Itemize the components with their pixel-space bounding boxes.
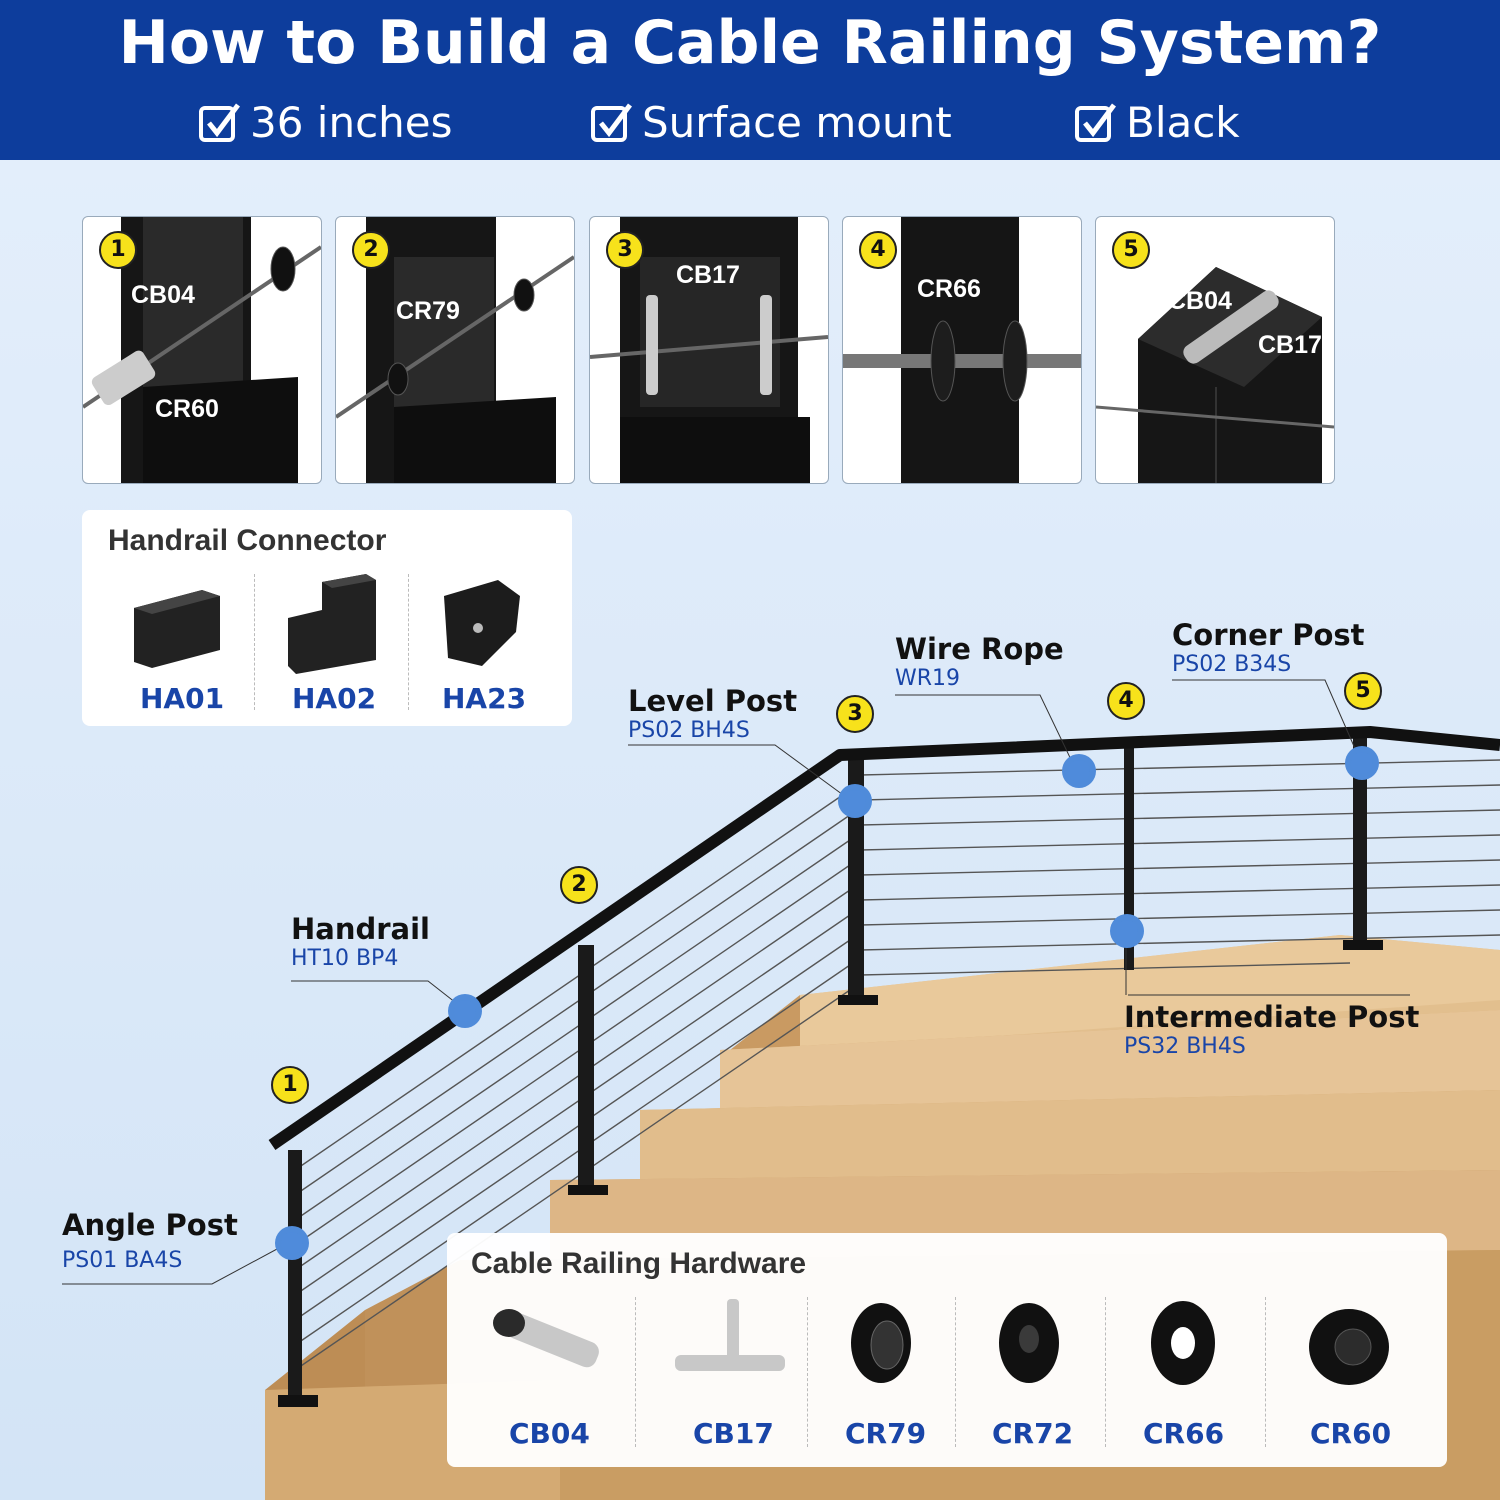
scene-badge-4: 4	[1107, 682, 1145, 720]
corner-post-code: PS02 B34S	[1172, 652, 1292, 677]
intermediate-post-label: Intermediate Post	[1124, 1000, 1420, 1034]
scene-badge-3: 3	[836, 695, 874, 733]
option-color: Black	[1074, 98, 1240, 147]
divider	[955, 1297, 956, 1447]
step-tile-1: 1 CB04 CR60	[82, 216, 322, 484]
cb04-label: CB04	[509, 1417, 590, 1450]
divider	[1105, 1297, 1106, 1447]
header-banner: How to Build a Cable Railing System? 36 …	[0, 0, 1500, 160]
intermediate-post-code: PS32 BH4S	[1124, 1034, 1246, 1059]
handrail-hotspot[interactable]	[448, 994, 482, 1028]
step-tile-4: 4 CR66	[842, 216, 1082, 484]
angle-post-hotspot[interactable]	[275, 1226, 309, 1260]
step-tile-5: 5 CB04 CB17	[1095, 216, 1335, 484]
corner-post-hotspot[interactable]	[1345, 746, 1379, 780]
handrail-connector-title: Handrail Connector	[108, 524, 387, 557]
level-post-illustration	[590, 217, 828, 483]
ha23-connector-icon	[444, 580, 520, 666]
option-mount: Surface mount	[590, 98, 952, 147]
divider	[635, 1297, 636, 1447]
ha01-label: HA01	[140, 682, 225, 715]
step-badge-2: 2	[352, 231, 390, 269]
page-title: How to Build a Cable Railing System?	[118, 8, 1382, 78]
part-label: CR66	[917, 275, 981, 303]
intermediate-post-hotspot[interactable]	[1110, 914, 1144, 948]
part-label: CB04	[1168, 287, 1232, 315]
post-end-illustration	[83, 217, 321, 483]
checkbox-icon	[1075, 103, 1116, 142]
cr60-label: CR60	[1310, 1417, 1392, 1450]
step-tile-3: 3 CB17	[589, 216, 829, 484]
part-label: CR60	[155, 395, 219, 423]
step-badge-1: 1	[99, 231, 137, 269]
corner-post-illustration	[1096, 267, 1334, 483]
part-label: CB17	[1258, 331, 1322, 359]
divider	[254, 574, 255, 710]
option-color-label: Black	[1126, 98, 1240, 147]
step-badge-5: 5	[1112, 231, 1150, 269]
ha02-label: HA02	[292, 682, 377, 715]
hardware-panel: Cable Railing Hardware CB04 CB17 CR79 CR…	[447, 1233, 1447, 1467]
intermediate-post-illustration	[843, 217, 1081, 483]
divider	[408, 574, 409, 710]
corner-post-label: Corner Post	[1172, 618, 1365, 652]
hardware-title: Cable Railing Hardware	[471, 1247, 807, 1280]
option-height-label: 36 inches	[250, 98, 453, 147]
scene-badge-2: 2	[560, 866, 598, 904]
divider	[807, 1297, 808, 1447]
wire-rope-code: WR19	[895, 666, 961, 691]
cr72-label: CR72	[992, 1417, 1074, 1450]
ha02-connector-icon	[288, 574, 376, 674]
level-post-code: PS02 BH4S	[628, 718, 750, 743]
ha01-connector-icon	[134, 590, 220, 668]
handrail-label: Handrail	[291, 912, 430, 946]
part-label: CB04	[131, 281, 195, 309]
level-post-label: Level Post	[628, 684, 798, 718]
ha23-label: HA23	[442, 682, 527, 715]
cr79-part-icon	[851, 1303, 911, 1383]
angle-post-code: PS01 BA4S	[62, 1248, 183, 1273]
cb17-part-icon	[675, 1299, 785, 1371]
cr60-part-icon	[1309, 1309, 1389, 1385]
option-mount-label: Surface mount	[642, 98, 952, 147]
scene-badge-5: 5	[1344, 672, 1382, 710]
checkbox-icon	[591, 103, 632, 142]
part-label: CB17	[676, 261, 740, 289]
divider	[1265, 1297, 1266, 1447]
cb04-part-icon	[493, 1309, 599, 1368]
scene-badge-1: 1	[271, 1066, 309, 1104]
level-post-hotspot[interactable]	[838, 784, 872, 818]
cr72-part-icon	[999, 1303, 1059, 1383]
angle-post-label: Angle Post	[62, 1208, 238, 1242]
cb17-label: CB17	[693, 1417, 774, 1450]
cr66-part-icon	[1151, 1301, 1215, 1385]
step-badge-4: 4	[859, 231, 897, 269]
step-badge-3: 3	[606, 231, 644, 269]
step-tile-2: 2 CR79	[335, 216, 575, 484]
post-pass-through-illustration	[336, 217, 574, 483]
option-height: 36 inches	[198, 98, 453, 147]
handrail-connector-panel: Handrail Connector HA01 HA02 HA23	[82, 510, 572, 726]
handrail-code: HT10 BP4	[291, 946, 399, 971]
cr79-label: CR79	[845, 1417, 927, 1450]
part-label: CR79	[396, 297, 460, 325]
checkbox-icon	[199, 103, 240, 142]
wire-rope-hotspot[interactable]	[1062, 754, 1096, 788]
wire-rope-label: Wire Rope	[895, 632, 1064, 666]
cr66-label: CR66	[1143, 1417, 1225, 1450]
